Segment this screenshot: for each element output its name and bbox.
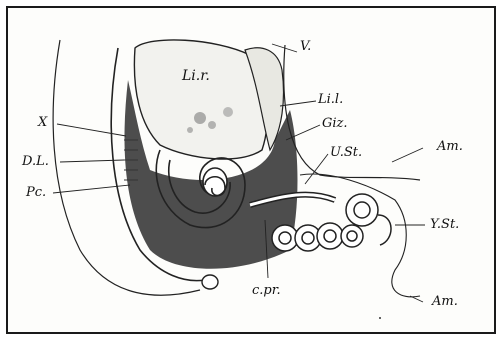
label-liver-right: Li.r.	[182, 69, 210, 83]
small-vesicle	[202, 275, 218, 289]
label-liver-left: Li.l.	[318, 93, 343, 106]
label-pericardium: Pc.	[26, 186, 46, 199]
label-x: X	[38, 116, 47, 129]
label-umbilical-stalk: U.St.	[330, 146, 362, 159]
label-amnion-bottom: Am.	[432, 295, 458, 308]
label-yolk-stalk: Y.St.	[430, 218, 459, 231]
label-v: V.	[300, 40, 311, 53]
label-dorsal-ligament: D.L.	[22, 155, 49, 168]
label-gizzard: Giz.	[322, 117, 348, 130]
label-cloacal-process: c.pr.	[252, 284, 281, 297]
label-amnion-top: Am.	[437, 140, 463, 153]
